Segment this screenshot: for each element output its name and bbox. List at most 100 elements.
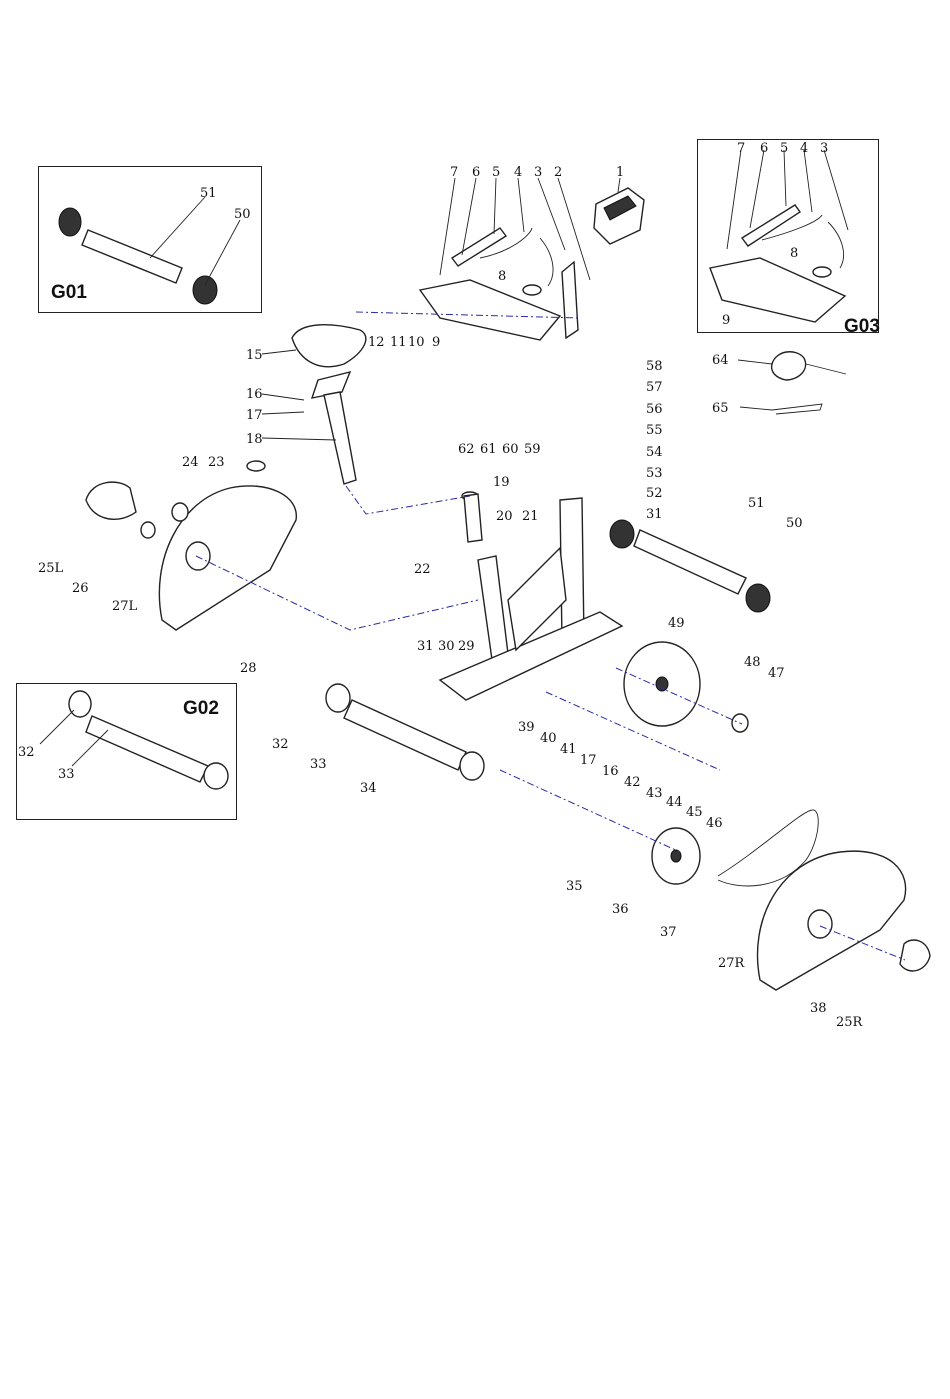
label-37: 37 — [660, 925, 677, 940]
label-12: 12 — [368, 335, 385, 350]
front-stabilizer — [610, 520, 770, 612]
label-55: 55 — [646, 423, 663, 438]
label-9: 9 — [432, 335, 440, 350]
label-51-g01: 51 — [200, 186, 217, 201]
label-3: 3 — [534, 165, 542, 180]
label-4-g03: 4 — [800, 141, 808, 156]
label-1: 1 — [616, 165, 624, 180]
label-17: 17 — [246, 408, 263, 423]
label-16: 16 — [246, 387, 263, 402]
seat-15 — [292, 325, 366, 367]
label-33: 33 — [310, 757, 327, 772]
label-18: 18 — [246, 432, 263, 447]
pedal-25L — [86, 482, 136, 519]
label-32: 32 — [272, 737, 289, 752]
label-6: 6 — [472, 165, 480, 180]
label-51: 51 — [748, 496, 765, 511]
label-44: 44 — [666, 795, 683, 810]
label-26: 26 — [72, 581, 89, 596]
label-16-drive: 16 — [602, 764, 619, 779]
washer-26 — [141, 522, 155, 538]
pulse-sensor — [523, 285, 541, 295]
label-64: 64 — [712, 353, 729, 368]
label-49: 49 — [668, 616, 685, 631]
label-58: 58 — [646, 359, 663, 374]
label-54: 54 — [646, 445, 663, 460]
front-tube-51 — [634, 530, 746, 594]
label-48: 48 — [744, 655, 761, 670]
label-5: 5 — [492, 165, 500, 180]
label-15: 15 — [246, 348, 263, 363]
rear-stabilizer — [326, 684, 484, 780]
label-34: 34 — [360, 781, 377, 796]
label-31-right: 31 — [646, 507, 663, 522]
label-27R: 27R — [718, 956, 746, 971]
label-7-g03: 7 — [737, 141, 745, 156]
label-3-g03: 3 — [820, 141, 828, 156]
rear-endcap-32 — [326, 684, 350, 712]
label-11: 11 — [390, 335, 407, 350]
ring-24 — [172, 503, 188, 521]
label-28: 28 — [240, 661, 257, 676]
label-4: 4 — [514, 165, 522, 180]
label-38: 38 — [810, 1001, 827, 1016]
right-cover-hub — [808, 910, 832, 938]
wrench-64 — [772, 352, 806, 380]
label-62: 62 — [458, 442, 475, 457]
cap-23 — [247, 461, 265, 471]
seat-assembly — [262, 325, 366, 484]
label-20: 20 — [496, 509, 513, 524]
label-25L: 25L — [38, 561, 64, 576]
label-36: 36 — [612, 902, 629, 917]
label-39: 39 — [518, 720, 535, 735]
label-43: 43 — [646, 786, 663, 801]
label-53: 53 — [646, 466, 663, 481]
seat-post-18 — [324, 392, 356, 484]
label-56: 56 — [646, 402, 663, 417]
tools — [738, 352, 846, 414]
g02-tube-33 — [86, 716, 208, 782]
label-50-g01: 50 — [234, 207, 251, 222]
label-50: 50 — [786, 516, 803, 531]
rear-endcap-right — [460, 752, 484, 780]
rear-tube-33 — [344, 700, 466, 770]
label-31-left: 31 — [417, 639, 434, 654]
upright-stem — [562, 262, 578, 338]
label-5-g03: 5 — [780, 141, 788, 156]
label-27L: 27L — [112, 599, 138, 614]
g03-sensor — [813, 267, 831, 277]
label-65: 65 — [712, 401, 729, 416]
label-7: 7 — [450, 165, 458, 180]
label-61: 61 — [480, 442, 497, 457]
label-23: 23 — [208, 455, 225, 470]
label-9-g03: 9 — [722, 313, 730, 328]
label-8: 8 — [498, 269, 506, 284]
console-assembly — [420, 178, 644, 340]
label-30: 30 — [438, 639, 455, 654]
right-cover-assembly — [652, 810, 930, 990]
label-8-g03: 8 — [790, 246, 798, 261]
g02-endcap-right — [204, 763, 228, 789]
label-46: 46 — [706, 816, 723, 831]
console-1 — [594, 188, 644, 244]
label-32-g02: 32 — [18, 745, 35, 760]
label-21: 21 — [522, 509, 539, 524]
g01-tube-51 — [82, 230, 182, 283]
label-57: 57 — [646, 380, 663, 395]
label-41: 41 — [560, 742, 577, 757]
label-47: 47 — [768, 666, 785, 681]
label-17-drive: 17 — [580, 753, 597, 768]
front-endcap-50 — [746, 584, 770, 612]
label-33-g02: 33 — [58, 767, 75, 782]
g01-endcap-left — [59, 208, 81, 236]
label-40: 40 — [540, 731, 557, 746]
label-60: 60 — [502, 442, 519, 457]
label-19: 19 — [493, 475, 510, 490]
front-endcap — [610, 520, 634, 548]
tension-rod — [464, 494, 482, 542]
label-24: 24 — [182, 455, 199, 470]
label-59: 59 — [524, 442, 541, 457]
label-25R: 25R — [836, 1015, 864, 1030]
